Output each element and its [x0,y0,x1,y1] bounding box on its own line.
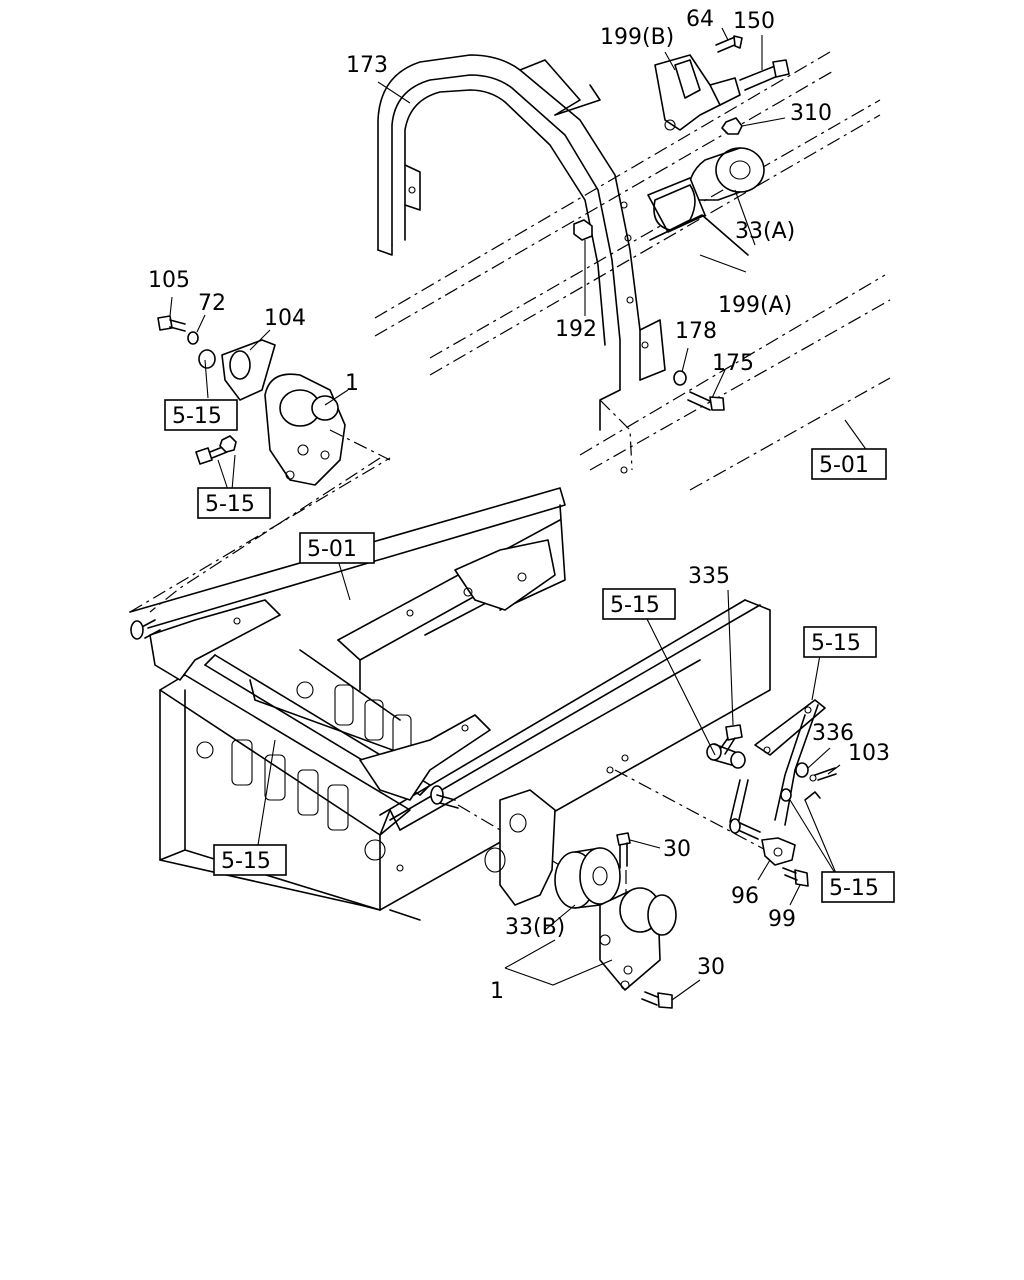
label-1-top: 1 [345,371,359,396]
label-178: 178 [675,319,717,344]
bolt-175 [687,391,725,411]
bolt-99 [782,867,809,887]
lower-mount-1 [599,887,677,991]
chassis-frame [129,487,771,921]
rubber-mount-33a [688,147,765,201]
bolt-30-upper [616,832,631,869]
label-105: 105 [148,268,190,293]
washer-178 [673,370,687,386]
svg-text:5-15: 5-15 [221,849,271,874]
label-192: 192 [555,317,597,342]
bolt-150 [739,59,790,91]
ref-box-5-01-mid[interactable]: 5-01 [299,532,375,564]
bracket-96 [761,837,796,866]
upper-frame-phantom [129,51,891,613]
label-336: 336 [812,721,854,746]
hanger-bracket-173 [377,54,666,431]
mount1-phantom [329,429,391,461]
label-30-lower: 30 [697,955,725,980]
ref-box-5-15-e[interactable]: 5-15 [213,844,287,876]
label-199a: 199(A) [718,293,792,318]
washer-72 [187,331,199,345]
bolt-link-lower [729,818,761,840]
svg-text:5-15: 5-15 [205,492,255,517]
washer-336 [795,762,809,778]
label-99: 99 [768,907,796,932]
ref-box-5-15-c[interactable]: 5-15 [602,588,676,620]
label-72: 72 [198,291,226,316]
cotter-pin-103 [804,767,837,801]
bolt-105 [157,315,186,332]
ref-box-5-15-b[interactable]: 5-15 [197,487,271,519]
label-199b: 199(B) [600,25,674,50]
bolt-30-lower [641,991,673,1009]
pin-64 [715,35,743,53]
bolt-nut-left [195,435,237,465]
label-33b: 33(B) [505,915,565,940]
ref-box-5-15-f[interactable]: 5-15 [821,871,895,903]
label-175: 175 [712,351,754,376]
label-30-upper: 30 [663,837,691,862]
label-335: 335 [688,564,730,589]
clamp-199b [654,54,741,131]
label-103: 103 [848,741,890,766]
ref-box-5-01-right[interactable]: 5-01 [811,448,887,480]
reference-boxes: 5-15 5-15 5-01 5-01 5-15 5-15 5-15 5-15 [164,399,895,903]
upper-mount-1 [264,373,346,486]
rubber-mount-33b [554,847,621,909]
label-104: 104 [264,306,306,331]
label-173: 173 [346,53,388,78]
svg-text:5-01: 5-01 [819,453,869,478]
clamp-199a [647,177,749,256]
frame-bracket-lower [484,789,556,906]
link-arm [729,699,826,826]
nut-192 [573,219,593,241]
svg-text:5-01: 5-01 [307,537,357,562]
nut-310 [721,117,743,135]
part-labels: 173 199(B) 64 150 310 33(A) 199(A) 192 1… [148,7,890,1004]
label-1-bottom: 1 [490,979,504,1004]
svg-text:5-15: 5-15 [172,404,222,429]
svg-text:5-15: 5-15 [829,876,879,901]
bolt-335 [717,724,743,755]
label-33a: 33(A) [735,219,795,244]
svg-text:5-15: 5-15 [811,631,861,656]
ref-box-5-15-a[interactable]: 5-15 [164,399,238,431]
label-150: 150 [733,9,775,34]
label-310: 310 [790,101,832,126]
washer-lower [780,788,792,802]
bushing-link [706,743,746,769]
ref-box-5-15-d[interactable]: 5-15 [803,626,877,658]
link-phantom [614,769,776,856]
plate-104 [198,339,276,401]
svg-text:5-15: 5-15 [610,593,660,618]
bolt-phantom-line [599,399,633,471]
label-64: 64 [686,7,714,32]
label-96: 96 [731,884,759,909]
